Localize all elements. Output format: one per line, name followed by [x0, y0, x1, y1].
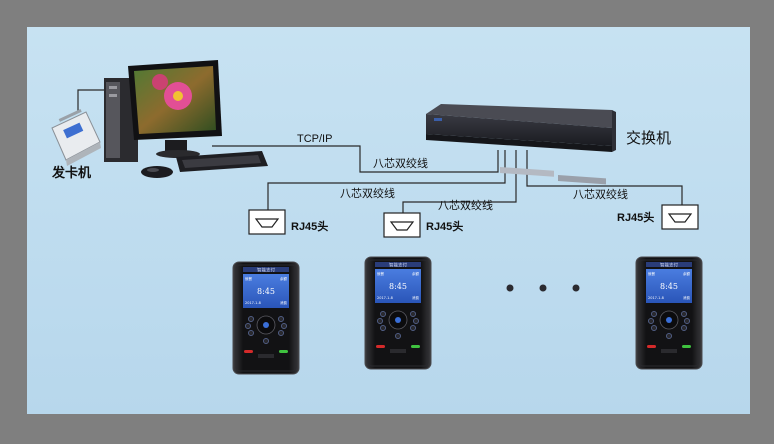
terminal-3-time: 8:45 — [660, 282, 678, 291]
tcp-ip-label: TCP/IP — [297, 133, 332, 145]
terminal-2-tl: 就餐 — [377, 271, 385, 276]
terminal-1-brand: 智能支付 — [257, 267, 275, 274]
terminal-2-time: 8:45 — [389, 282, 407, 291]
terminal-1-tr: 余额 — [280, 276, 288, 281]
rj45-label-left: RJ45头 — [291, 219, 328, 233]
terminal-3-bl: 2017-1-8 — [648, 296, 664, 300]
terminal-1-bl: 2017-1-8 — [245, 301, 261, 305]
terminal-2-bl: 2017-1-8 — [377, 296, 393, 300]
terminal-2-br: 消费 — [412, 295, 420, 300]
desktop-computer — [104, 60, 268, 178]
terminal-1-tl: 就餐 — [245, 276, 252, 281]
rj45-socket-right — [661, 204, 699, 230]
network-switch — [426, 104, 616, 185]
rj45-label-middle: RJ45头 — [426, 219, 463, 233]
card-terminal-2: 智能支付 就餐 余额 8:45 2017-1-8 消费 — [364, 256, 432, 370]
connection-wires — [77, 89, 683, 213]
terminal-3-brand: 智能支付 — [660, 262, 678, 269]
card-terminal-3: 智能支付 就餐 余额 8:45 2017-1-8 消费 — [635, 256, 703, 370]
rj45-socket-left — [248, 209, 286, 235]
terminal-3-tr: 余额 — [683, 271, 691, 276]
cable-label-left: 八芯双绞线 — [340, 186, 395, 200]
card-issuer-device — [51, 109, 101, 166]
rj45-socket-middle — [383, 212, 421, 238]
terminal-3-br: 消费 — [683, 295, 691, 300]
cable-label-middle: 八芯双绞线 — [438, 198, 493, 212]
more-terminals-ellipsis — [506, 284, 580, 292]
switch-ports — [500, 166, 606, 185]
cable-label-right: 八芯双绞线 — [573, 187, 628, 201]
card-terminal-1: 智能支付 就餐 余额 8:45 2017-1-8 消费 — [232, 261, 300, 375]
terminal-2-tr: 余额 — [412, 271, 420, 276]
switch-label: 交换机 — [626, 129, 671, 147]
card-issuer-label: 发卡机 — [51, 165, 91, 181]
pc-mouse — [141, 166, 173, 178]
cable-label-top: 八芯双绞线 — [373, 156, 428, 170]
terminal-3-tl: 就餐 — [648, 271, 656, 276]
terminal-1-br: 消费 — [280, 300, 288, 305]
terminal-1-time: 8:45 — [257, 287, 275, 296]
terminal-2-brand: 智能支付 — [389, 262, 407, 269]
rj45-label-right: RJ45头 — [617, 210, 654, 224]
